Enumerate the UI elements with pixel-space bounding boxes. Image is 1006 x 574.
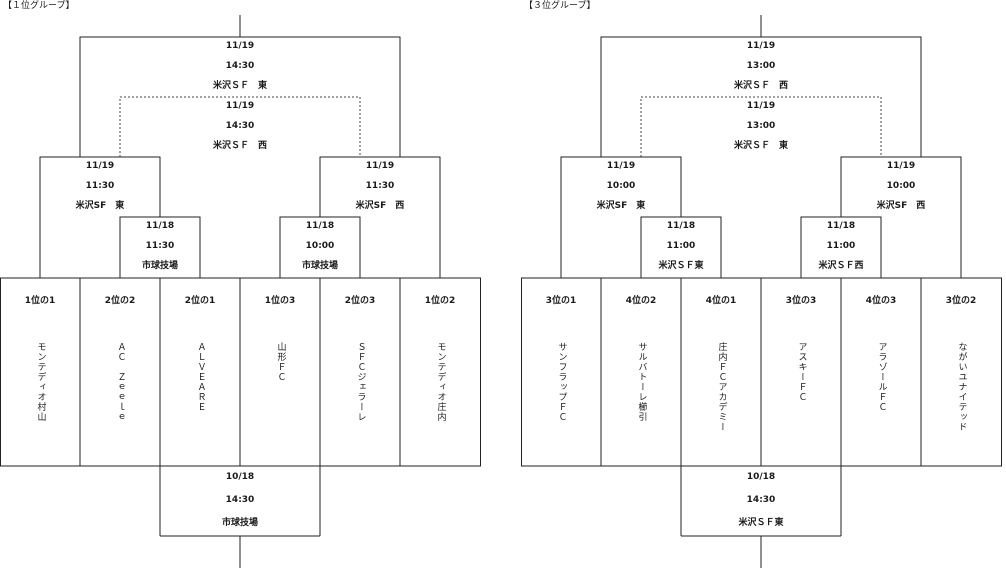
qf-right-venue: 米沢ＳＦ西 bbox=[818, 261, 864, 271]
first-round-venue: 市球技場 bbox=[221, 518, 258, 528]
group-title: 【１位グループ】 bbox=[3, 1, 75, 11]
team-name: アラゾールＦＣ bbox=[876, 342, 887, 412]
first-round-date: 10/18 bbox=[225, 472, 255, 482]
team-rank: 3位の3 bbox=[785, 296, 817, 306]
qf-right-time: 11:00 bbox=[826, 241, 856, 251]
final-venue: 米沢ＳＦ 西 bbox=[733, 81, 788, 91]
semi-right-date: 11/19 bbox=[365, 161, 395, 171]
third-place-time: 13:00 bbox=[746, 121, 776, 131]
team-slot: 3位の2 ながいユナイテッド bbox=[921, 278, 1001, 466]
team-slot: 2位の1 ＡＬＶＥＡＲＥ bbox=[160, 278, 240, 466]
semi-left-time: 10:00 bbox=[606, 181, 636, 191]
qf-left-venue: 市球技場 bbox=[141, 261, 178, 271]
bracket-lines bbox=[0, 15, 481, 568]
team-slot: 2位の2 ＡＣ Ｚｅｅｌｅ bbox=[80, 278, 160, 466]
team-rank: 3位の1 bbox=[545, 296, 577, 306]
semi-right-venue: 米沢SF 西 bbox=[876, 201, 926, 211]
team-rank: 1位の1 bbox=[24, 296, 56, 306]
team-name: 庄内ＦＣアカデミー bbox=[716, 342, 727, 432]
semi-right-venue: 米沢SF 西 bbox=[355, 201, 405, 211]
team-slot: 4位の2 サルバトーレ櫛引 bbox=[601, 278, 681, 466]
team-rank: 3位の2 bbox=[945, 296, 977, 306]
bracket-group-3: 【３位グループ】 11/19 13:00 米沢ＳＦ 西 11/19 13:00 … bbox=[520, 0, 1006, 574]
team-name: モンテディオ村山 bbox=[35, 342, 46, 422]
qf-right-venue: 市球技場 bbox=[301, 261, 338, 271]
semi-right-date: 11/19 bbox=[886, 161, 916, 171]
team-rank: 4位の2 bbox=[625, 296, 657, 306]
team-name: モンテディオ庄内 bbox=[435, 342, 446, 422]
semi-right-time: 11:30 bbox=[365, 181, 395, 191]
team-name: ＡＣ Ｚｅｅｌｅ bbox=[115, 342, 126, 422]
qf-left-time: 11:00 bbox=[666, 241, 696, 251]
team-name: ＳＦＣジェラーレ bbox=[355, 342, 366, 422]
team-name: 山形ＦＣ bbox=[275, 342, 286, 382]
semi-left-venue: 米沢SF 東 bbox=[75, 201, 125, 211]
team-rank: 4位の3 bbox=[865, 296, 897, 306]
team-rank: 2位の1 bbox=[184, 296, 216, 306]
team-slot: 2位の3 ＳＦＣジェラーレ bbox=[320, 278, 400, 466]
first-round-venue: 米沢ＳＦ東 bbox=[738, 518, 784, 528]
bracket-group-1: 【１位グループ】 11/19 14:30 米沢ＳＦ 東 11/19 14:30 … bbox=[0, 1, 481, 568]
semi-right-time: 10:00 bbox=[886, 181, 916, 191]
team-slot: 1位の3 山形ＦＣ bbox=[240, 278, 320, 466]
team-rank: 2位の2 bbox=[104, 296, 136, 306]
qf-left-time: 11:30 bbox=[145, 241, 175, 251]
semi-left-date: 11/19 bbox=[85, 161, 115, 171]
group-title: 【３位グループ】 bbox=[524, 1, 596, 11]
final-date: 11/19 bbox=[746, 41, 776, 51]
third-place-venue: 米沢ＳＦ 西 bbox=[212, 141, 267, 151]
qf-right-time: 10:00 bbox=[305, 241, 335, 251]
final-time: 13:00 bbox=[746, 61, 776, 71]
team-slot: 3位の1 サンフラップＦＣ bbox=[521, 278, 601, 466]
semi-left-time: 11:30 bbox=[85, 181, 115, 191]
first-round-date: 10/18 bbox=[746, 472, 776, 482]
team-rank: 1位の2 bbox=[424, 296, 456, 306]
team-slot: 4位の3 アラゾールＦＣ bbox=[841, 278, 921, 466]
final-venue: 米沢ＳＦ 東 bbox=[212, 81, 267, 91]
team-name: サンフラップＦＣ bbox=[556, 342, 567, 422]
bracket-lines bbox=[521, 15, 1002, 568]
team-slot: 1位の2 モンテディオ庄内 bbox=[400, 278, 480, 466]
qf-right-date: 11/18 bbox=[826, 221, 856, 231]
third-place-date: 11/19 bbox=[746, 101, 776, 111]
final-date: 11/19 bbox=[225, 41, 255, 51]
final-time: 14:30 bbox=[225, 61, 255, 71]
third-place-time: 14:30 bbox=[225, 121, 255, 131]
team-slot: 4位の1 庄内ＦＣアカデミー bbox=[681, 278, 761, 466]
team-rank: 4位の1 bbox=[705, 296, 737, 306]
team-rank: 2位の3 bbox=[344, 296, 376, 306]
team-slot: 3位の3 アスキーＦＣ bbox=[761, 278, 841, 466]
team-name: ながいユナイテッド bbox=[956, 342, 967, 432]
qf-left-date: 11/18 bbox=[145, 221, 175, 231]
first-round-time: 14:30 bbox=[746, 495, 776, 505]
semi-left-venue: 米沢SF 東 bbox=[596, 201, 646, 211]
third-place-date: 11/19 bbox=[225, 101, 255, 111]
team-name: サルバトーレ櫛引 bbox=[636, 342, 647, 422]
team-name: アスキーＦＣ bbox=[796, 342, 807, 402]
team-slot: 1位の1 モンテディオ村山 bbox=[0, 278, 80, 466]
qf-left-date: 11/18 bbox=[666, 221, 696, 231]
team-rank: 1位の3 bbox=[264, 296, 296, 306]
team-name: ＡＬＶＥＡＲＥ bbox=[195, 342, 206, 412]
third-place-venue: 米沢ＳＦ 東 bbox=[733, 141, 788, 151]
first-round-time: 14:30 bbox=[225, 495, 255, 505]
qf-left-venue: 米沢ＳＦ東 bbox=[658, 261, 704, 271]
qf-right-date: 11/18 bbox=[305, 221, 335, 231]
semi-left-date: 11/19 bbox=[606, 161, 636, 171]
